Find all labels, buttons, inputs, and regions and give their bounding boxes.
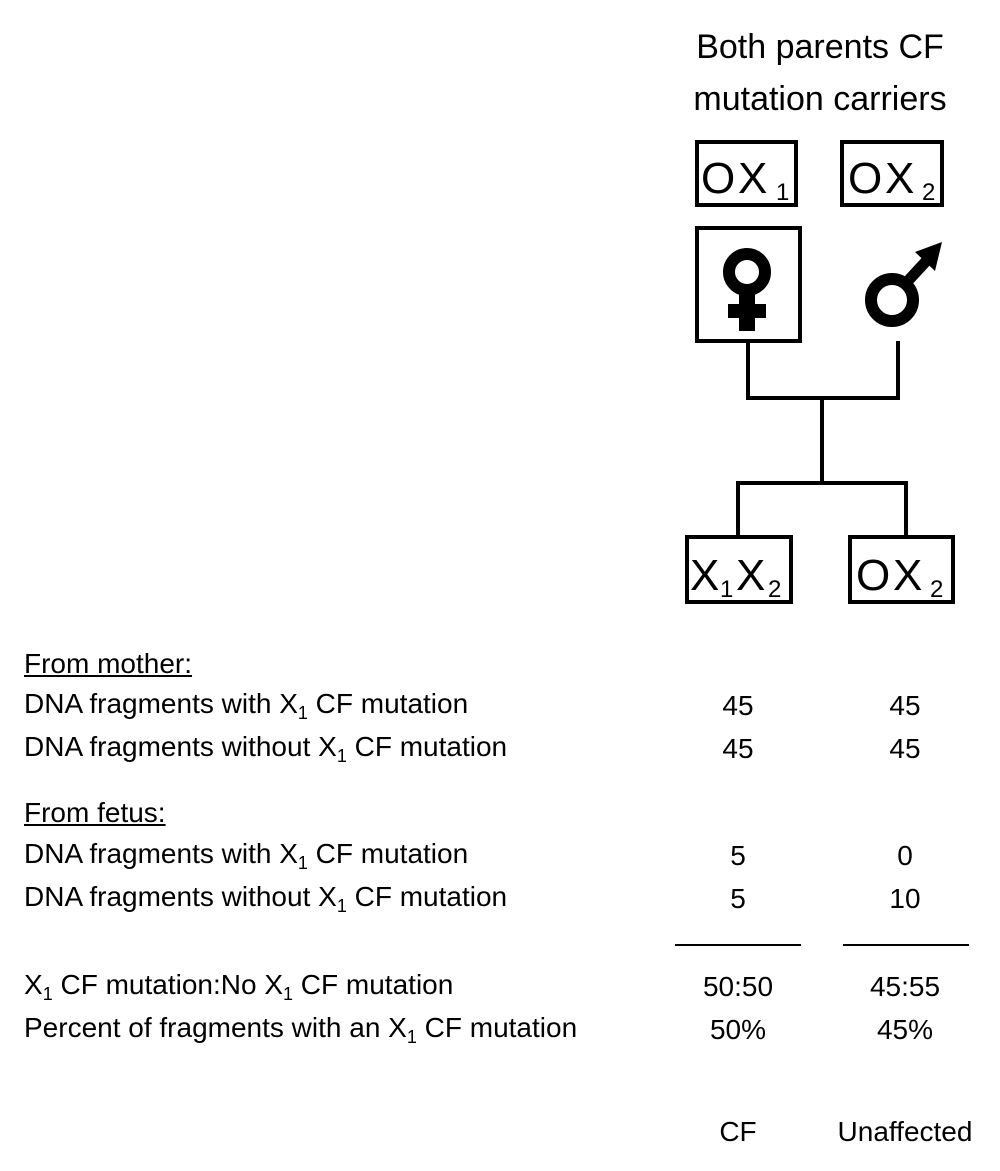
row-subscript: 1 [406, 1027, 417, 1047]
title-line-1: Both parents CF [696, 28, 944, 66]
row-text: DNA fragments with X [24, 688, 298, 719]
percent-label: Percent of fragments with an X1 CF mutat… [24, 1012, 578, 1047]
child2-allele-b-sub: 2 [930, 576, 943, 603]
mother-without-cf: 45 [722, 733, 754, 764]
section-mother-header: From mother: [24, 648, 193, 679]
child1-allele-a-sub: 1 [720, 576, 733, 603]
section-fetus-header: From fetus: [24, 797, 166, 828]
child2-allele-a: O [856, 551, 890, 600]
child1-allele-b: X [736, 551, 765, 600]
row-subscript: 1 [42, 984, 53, 1004]
father-allele-a: O [848, 154, 882, 203]
row-text: Percent of fragments with an X [24, 1012, 407, 1043]
row-text: CF mutation:No X [52, 969, 284, 1000]
mother-allele-b-sub: 1 [776, 179, 789, 206]
row-subscript: 1 [297, 853, 308, 873]
mother-box [695, 226, 802, 343]
row-text: CF mutation [307, 688, 469, 719]
row-text: X [24, 969, 43, 1000]
row-text: DNA fragments without X [24, 881, 337, 912]
father-genotype-box: O X 2 [840, 140, 944, 207]
mother-with-cf: 45 [722, 690, 754, 721]
child1-allele-a: X [690, 551, 719, 600]
pedigree-lines [736, 341, 908, 537]
row-text: CF mutation [416, 1012, 578, 1043]
ratio-label: X1 CF mutation:No X1 CF mutation [24, 969, 454, 1004]
row-text: CF mutation [293, 969, 454, 1000]
row-subscript: 1 [336, 896, 347, 916]
mother-genotype-box: O X 1 [695, 140, 798, 207]
ratio-cf: 50:50 [702, 971, 774, 1002]
child1-genotype-box: X 1 X 2 [685, 535, 793, 604]
fetus-with-label: DNA fragments with X1 CF mutation [24, 838, 469, 873]
cf-column-rule [675, 944, 801, 946]
percent-unaffected: 45% [876, 1014, 934, 1045]
row-subscript: 1 [297, 703, 308, 723]
row-text: CF mutation [346, 881, 508, 912]
child2-genotype-box: O X 2 [848, 535, 955, 604]
row-subscript: 1 [283, 984, 294, 1004]
mother-with-label: DNA fragments with X1 CF mutation [24, 688, 469, 723]
row-text: CF mutation [346, 731, 508, 762]
child2-allele-b: X [893, 551, 922, 600]
female-icon [723, 248, 771, 331]
male-icon [865, 242, 942, 327]
fetus-without-label: DNA fragments without X1 CF mutation [24, 881, 508, 916]
row-subscript: 1 [336, 746, 347, 766]
fetus-with-cf: 5 [730, 840, 746, 871]
fetus-without-unaffected: 10 [889, 883, 921, 914]
title-line-2: mutation carriers [693, 80, 947, 118]
ratio-unaffected: 45:55 [869, 971, 941, 1002]
mother-allele-a: O [701, 154, 735, 203]
father-allele-b: X [885, 154, 914, 203]
percent-cf: 50% [709, 1014, 767, 1045]
row-text: DNA fragments without X [24, 731, 337, 762]
child1-allele-b-sub: 2 [768, 576, 781, 603]
outcome-unaffected-label: Unaffected [837, 1116, 973, 1147]
row-text: DNA fragments with X [24, 838, 298, 869]
mother-without-unaffected: 45 [889, 733, 921, 764]
unaffected-column-rule [843, 944, 969, 946]
mother-with-unaffected: 45 [889, 690, 921, 721]
pedigree-diagram: O X 1 O X 2 X 1 X 2 O [685, 140, 955, 604]
mother-allele-b: X [738, 154, 767, 203]
fetus-with-unaffected: 0 [897, 840, 913, 871]
mother-without-label: DNA fragments without X1 CF mutation [24, 731, 508, 766]
outcome-cf-label: CF [719, 1116, 757, 1147]
father-allele-b-sub: 2 [922, 179, 935, 206]
fetus-without-cf: 5 [730, 883, 746, 914]
row-text: CF mutation [307, 838, 469, 869]
